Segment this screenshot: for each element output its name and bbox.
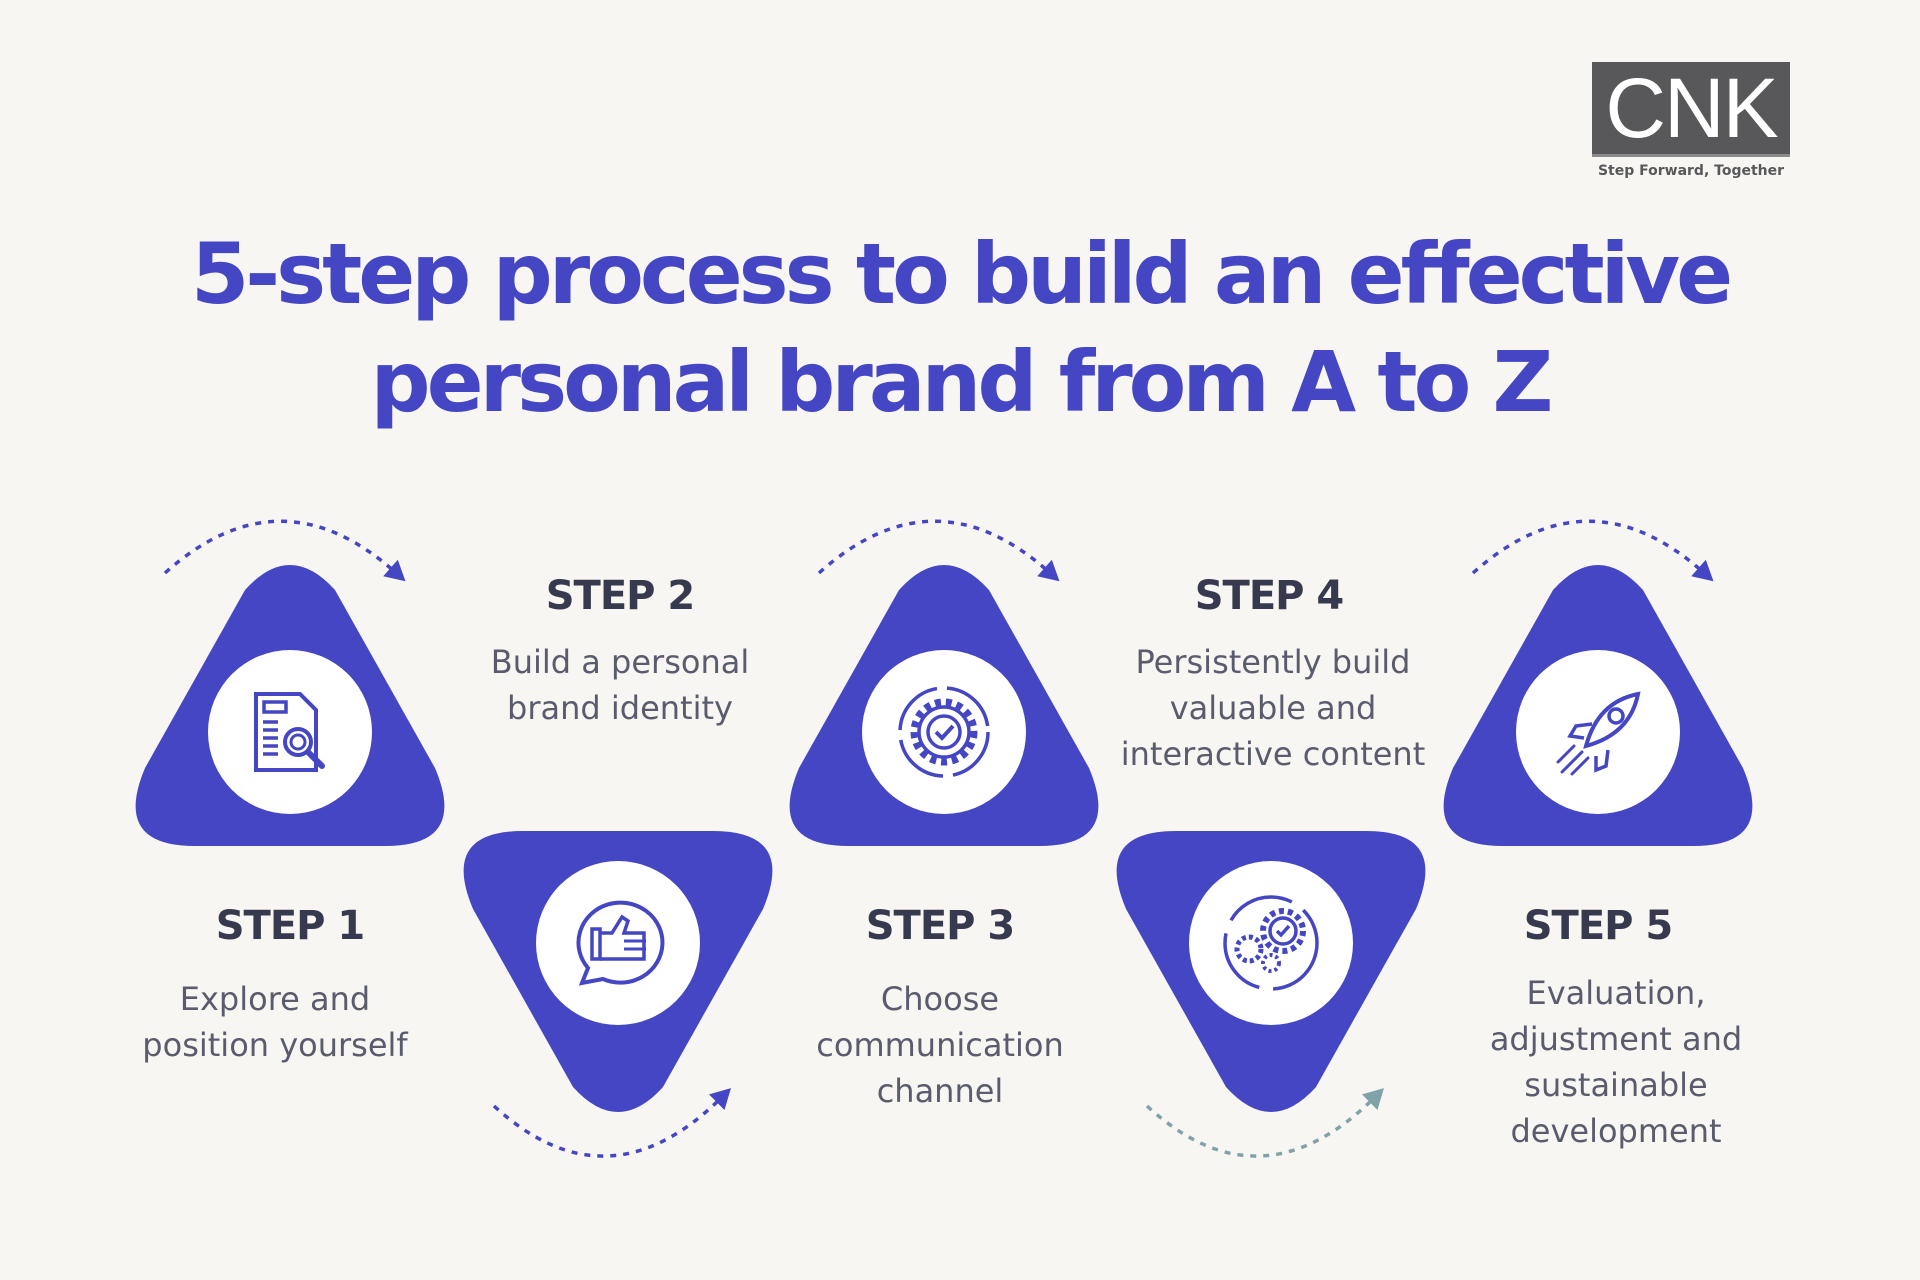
desc-line: interactive content <box>1120 735 1426 773</box>
step-1-arrow <box>163 519 397 575</box>
step-2-label: STEP 2 <box>545 573 695 619</box>
step-5-description: Evaluation, adjustment and sustainable d… <box>1490 970 1742 1154</box>
step-3-arrow <box>817 519 1051 575</box>
step-4-icon-circle <box>1189 861 1353 1025</box>
desc-line: valuable and <box>1169 689 1377 727</box>
thumbs-up-chat-icon <box>576 900 665 986</box>
step-3-description: Choose communication channel <box>816 976 1063 1114</box>
desc-line: Build a personal <box>490 643 750 681</box>
desc-line: Choose <box>880 980 1000 1018</box>
step-5: STEP 5 <box>1524 902 1673 950</box>
step-1: STEP 1 <box>216 902 365 950</box>
step-3-label: STEP 3 <box>865 903 1015 949</box>
step-2-icon-circle <box>536 861 700 1025</box>
desc-line: Evaluation, <box>1526 974 1706 1012</box>
cnk-logo: CNK Step Forward, Together <box>1592 61 1790 179</box>
step-5-icon-circle <box>1516 650 1680 814</box>
desc-line: Persistently build <box>1135 643 1411 681</box>
step-4-description: Persistently build valuable and interact… <box>1121 639 1426 777</box>
rocket-icon <box>1556 691 1641 776</box>
desc-line: channel <box>876 1072 1004 1110</box>
logo-mark: CNK <box>1592 61 1790 157</box>
step-3-arrow-head <box>1037 559 1060 582</box>
title-line-2: personal brand from A to Z <box>370 333 1554 431</box>
desc-line: communication <box>816 1026 1064 1064</box>
step-4: STEP 4 <box>1195 572 1344 620</box>
step-2: STEP 2 <box>546 572 695 620</box>
step-4-label: STEP 4 <box>1194 573 1344 619</box>
desc-line: development <box>1510 1112 1722 1150</box>
gear-cycle-check-icon <box>898 686 990 778</box>
document-search-icon <box>254 692 325 772</box>
step-5-arrow <box>1471 519 1705 575</box>
step-2-arrow-head <box>709 1088 731 1111</box>
desc-line: Explore and <box>179 980 371 1018</box>
page-title: 5-step process to build an effective per… <box>0 220 1920 436</box>
step-5-arrow-head <box>1691 559 1714 582</box>
title-line-1: 5-step process to build an effective <box>190 225 1733 323</box>
desc-line: adjustment and <box>1489 1020 1743 1058</box>
desc-line: position yourself <box>142 1026 408 1064</box>
desc-line: brand identity <box>507 689 733 727</box>
step-4-arrow-head <box>1362 1088 1384 1111</box>
step-1-label: STEP 1 <box>215 903 365 949</box>
step-5-label: STEP 5 <box>1523 903 1673 949</box>
step-1-description: Explore and position yourself <box>142 976 407 1068</box>
step-1-arrow-head <box>383 559 406 582</box>
step-2-description: Build a personal brand identity <box>491 639 749 731</box>
gears-check-icon <box>1223 895 1319 991</box>
step-3: STEP 3 <box>866 902 1015 950</box>
logo-tagline: Step Forward, Together <box>1597 163 1785 179</box>
desc-line: sustainable <box>1524 1066 1708 1104</box>
